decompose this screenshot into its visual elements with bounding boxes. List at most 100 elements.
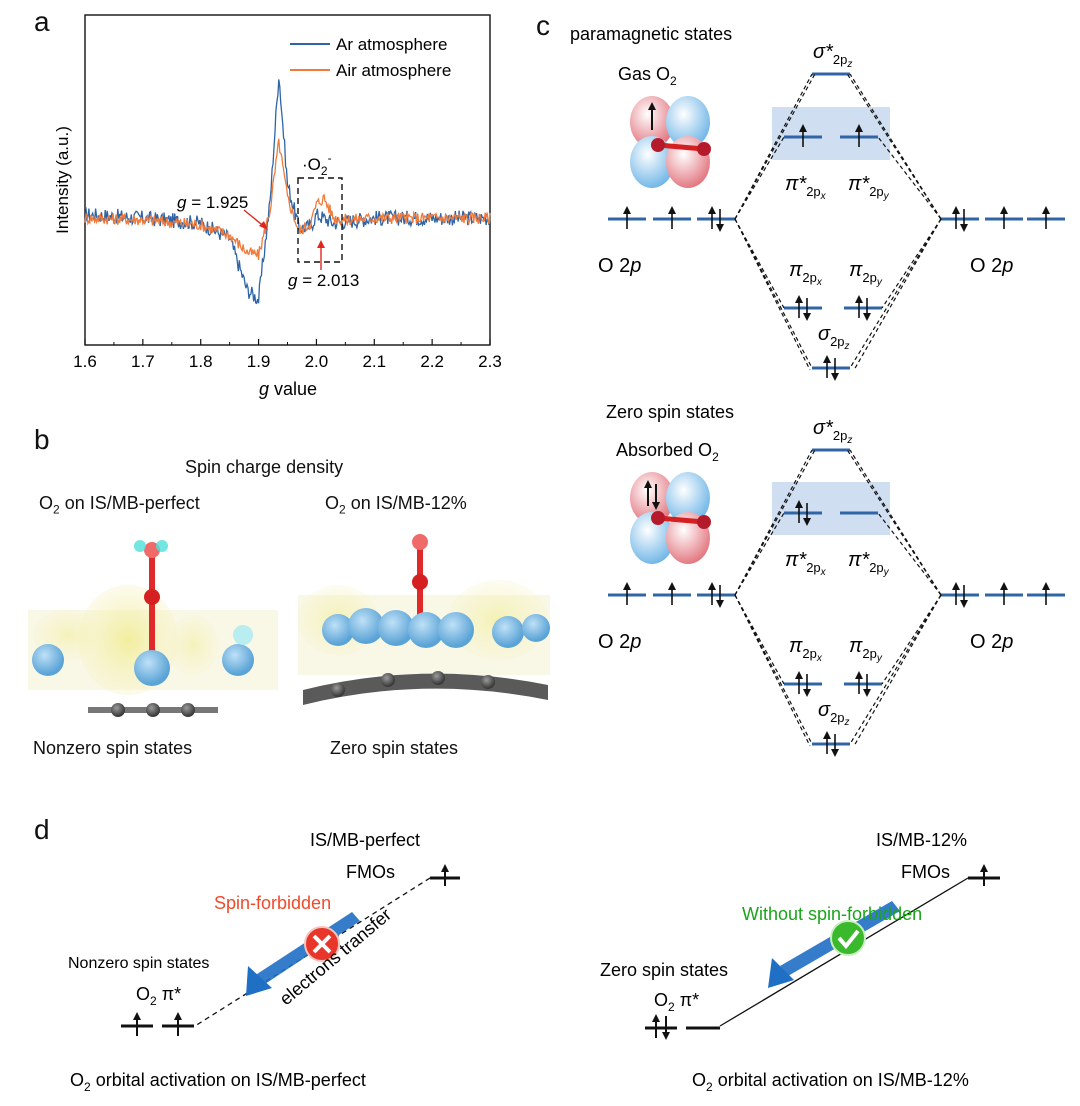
gas-o2-label: Gas O2 <box>618 64 677 88</box>
spin-up-head <box>668 582 676 590</box>
absorbed-o2-orbital-icon <box>630 472 711 564</box>
left-structure-title-sub: 2 <box>53 502 60 517</box>
spin-down-head <box>803 313 811 321</box>
spin-up-head <box>795 295 803 303</box>
left-caption-o: O <box>70 1070 84 1090</box>
pi-star-x-label-sub: 2p <box>806 184 820 199</box>
right-structure-caption: Zero spin states <box>330 738 459 758</box>
left-caption: O2 orbital activation on IS/MB-perfect <box>70 1070 366 1094</box>
sigma-star-label-sub: 2p <box>833 428 847 443</box>
pi-x-label-subsub: x <box>816 653 823 664</box>
spin-up-head <box>855 124 863 132</box>
spin-up-head <box>708 206 716 214</box>
right-caption-sub: 2 <box>706 1080 713 1094</box>
right-o2-pi-o: O <box>654 990 668 1010</box>
pi-star-x-label-subsub: x <box>820 567 827 578</box>
spin-up-head <box>952 582 960 590</box>
g2-annotation-value: = 2.013 <box>297 271 359 290</box>
pi-y-label-main: π <box>849 259 863 281</box>
without-spin-forbidden-label: Without spin-forbidden <box>742 904 922 924</box>
o2p-left-top-text: O 2 <box>598 255 630 277</box>
pi-star-x-label-main: π* <box>785 549 807 571</box>
spin-up-head <box>795 500 803 508</box>
zero-spin-heading: Zero spin states <box>606 402 734 422</box>
spin-up-head <box>708 582 716 590</box>
absorbed-o2-label: Absorbed O2 <box>616 440 719 464</box>
left-transfer-arrowhead <box>246 966 272 996</box>
correlation-line <box>877 136 942 220</box>
pi-star-x-label: π*2px <box>785 173 827 202</box>
correlation-line <box>877 512 942 596</box>
pi-star-x-label-subsub: x <box>820 191 827 202</box>
x-axis-label-g: g <box>259 379 269 399</box>
left-pi-electrons <box>133 1012 182 1036</box>
nonzero-spin-label: Nonzero spin states <box>68 955 209 972</box>
g1-annotation-value: = 1.925 <box>186 193 248 212</box>
x-tick-label: 1.6 <box>73 352 97 371</box>
right-structure-title-sub: 2 <box>339 502 346 517</box>
carbon-layer <box>88 703 218 717</box>
o2p-right-top-text: O 2 <box>970 255 1002 277</box>
left-o2-pi-o: O <box>136 984 150 1004</box>
g2-annotation-g: g <box>288 271 298 290</box>
o2p-right-bottom: O 2p <box>970 631 1013 653</box>
pi-x-label-main: π <box>789 259 803 281</box>
panel-letter-d: d <box>34 814 50 845</box>
pi-star-y-label: π*2py <box>848 173 890 202</box>
o2p-left-bottom-text: O 2 <box>598 631 630 653</box>
sigma-label-sub: 2p <box>830 334 844 349</box>
left-fmos-label: FMOs <box>346 862 395 882</box>
right-caption: O2 orbital activation on IS/MB-12% <box>692 1070 969 1094</box>
left-top-label: IS/MB-perfect <box>310 830 420 850</box>
metal-atom-1 <box>32 644 64 676</box>
spin-down-head <box>803 689 811 697</box>
pi-x-label: π2px <box>789 635 823 664</box>
gas-o2-label-sub: 2 <box>670 74 677 88</box>
pi-star-y-label: π*2py <box>848 549 890 578</box>
o2p-left-top: O 2p <box>598 255 641 277</box>
spin-down-head <box>863 689 871 697</box>
left-structure-caption: Nonzero spin states <box>33 738 193 758</box>
spin-down-head <box>716 600 724 608</box>
pi-x-label: π2px <box>789 259 823 288</box>
pi-star-y-label-main: π* <box>848 549 870 571</box>
pi-star-y-label-subsub: y <box>883 191 890 202</box>
correlation-line <box>734 594 813 745</box>
absorbed-o2-label-main: Absorbed O <box>616 440 712 460</box>
sigma-label: σ2pz <box>818 323 850 352</box>
pi-x-label-main: π <box>789 635 803 657</box>
left-structure-title: O2 on IS/MB-perfect <box>39 493 200 517</box>
legend-label-air: Air atmosphere <box>336 61 451 80</box>
radical-label-main: ·O <box>302 155 321 174</box>
spin-up-head <box>795 671 803 679</box>
oxygen-atom-bottom <box>412 574 428 590</box>
legend-label-ar: Ar atmosphere <box>336 35 448 54</box>
spin-up-head <box>623 206 631 214</box>
right-o2-pi-sub: 2 <box>668 1000 675 1014</box>
correlation-line <box>853 594 942 747</box>
spin-up-head <box>952 206 960 214</box>
spin-up-head <box>1000 582 1008 590</box>
spin-density-title: Spin charge density <box>185 457 344 477</box>
radical-highlight-box <box>297 177 343 263</box>
pi-star-y-label-main: π* <box>848 173 870 195</box>
spin-lobe-cyan-2 <box>156 540 168 552</box>
x-axis-label-rest: value <box>269 379 317 399</box>
x-tick-label: 1.7 <box>131 352 155 371</box>
spin-down-head <box>831 373 839 381</box>
metal-atom-2 <box>134 650 170 686</box>
spin-up-head <box>855 295 863 303</box>
pi-y-label-main: π <box>849 635 863 657</box>
spin-down-head <box>960 600 968 608</box>
sigma-star-label: σ*2pz <box>813 417 852 446</box>
o2p-right-top-p: p <box>1001 255 1013 277</box>
pi-star-highlight <box>772 107 890 160</box>
right-o2-pi-rest: π* <box>675 990 699 1010</box>
pi-y-label-subsub: y <box>876 277 883 288</box>
carbon-layer <box>303 671 548 705</box>
sigma-label: σ2pz <box>818 699 850 728</box>
forbidden-icon <box>304 926 340 962</box>
o2p-right-bottom-text: O 2 <box>970 631 1002 653</box>
